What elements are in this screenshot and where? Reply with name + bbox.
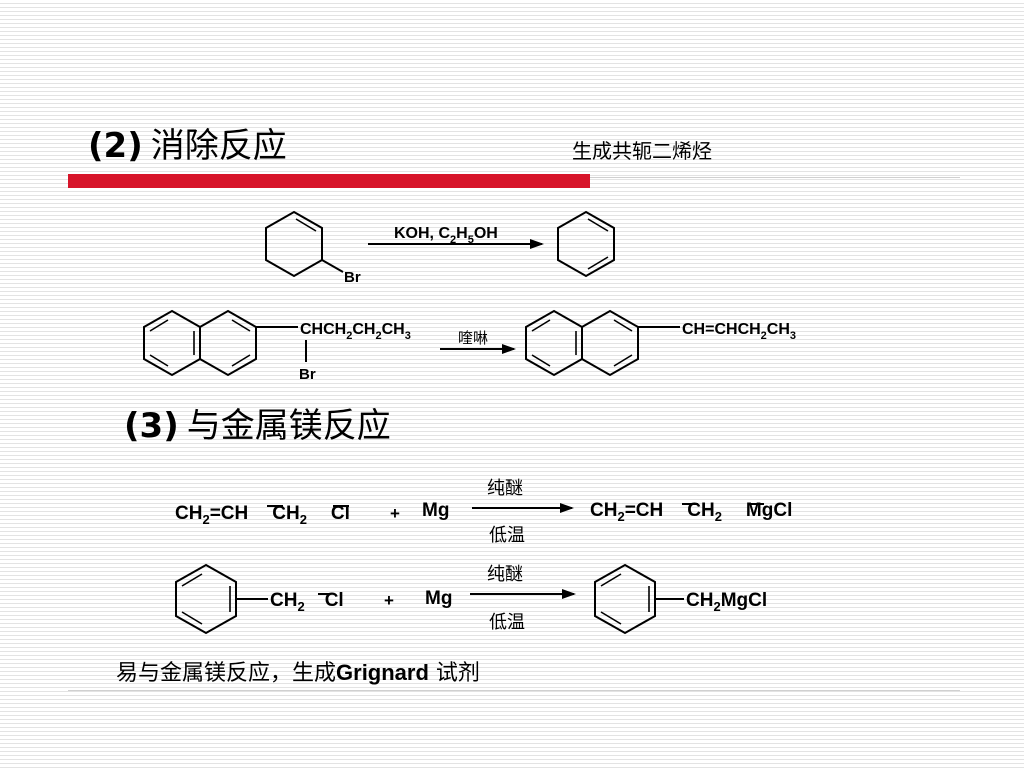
- r3-condition-bottom: 低温: [489, 525, 525, 546]
- section-3-title: 与金属镁反应: [186, 406, 391, 446]
- benzene-ring-left: [175, 563, 237, 635]
- footer-grignard: Grignard: [336, 660, 429, 685]
- r2-product: CH=CHCH2CH3: [682, 321, 796, 342]
- r3-metal: Mg: [422, 500, 449, 521]
- benzene-ring-right: [594, 563, 656, 635]
- footer-text-cn: 易与金属镁反应，生成: [116, 661, 337, 686]
- r2-chain: CHCH2CH2CH3: [300, 321, 411, 342]
- reaction-2: CHCH2CH2CH3 Br 喹啉 CH=CHCH2CH3: [143, 309, 796, 383]
- cyclohexene-ring: [265, 210, 323, 278]
- footer-text-end: 试剂: [428, 661, 480, 686]
- section-3-heading: (3)与金属镁反应: [124, 398, 391, 447]
- r2-substituent: Br: [299, 366, 316, 383]
- r4-plus: +: [384, 591, 394, 610]
- section-2-title: 消除反应: [150, 126, 287, 166]
- section-2-note: 生成共轭二烯烃: [572, 139, 712, 163]
- footer-rule: [68, 690, 960, 691]
- r4-condition-top: 纯醚: [487, 564, 523, 585]
- reaction-1: Br KOH, C2H5OH: [265, 210, 615, 286]
- section-2-number: (2): [88, 126, 143, 166]
- header-grey-rule: [590, 177, 960, 178]
- section-3-number: (3): [124, 406, 179, 446]
- c-br-bond-1: [321, 259, 344, 273]
- r4-metal: Mg: [425, 588, 452, 609]
- r3-condition-top: 纯醚: [487, 478, 523, 499]
- r1-substituent: Br: [344, 269, 361, 286]
- naphthalene-right: [525, 309, 639, 377]
- section-2-heading: (2)消除反应: [88, 118, 287, 167]
- r3-plus: +: [390, 504, 400, 523]
- r4-condition-bottom: 低温: [489, 612, 525, 633]
- r4-product: CH2MgCl: [686, 590, 767, 614]
- r1-reagent: KOH, C2H5OH: [394, 225, 498, 246]
- footer-note: 易与金属镁反应，生成Grignard 试剂: [116, 655, 480, 687]
- header-red-rule: [68, 174, 590, 188]
- cyclohexadiene-ring: [557, 210, 615, 278]
- r2-reagent: 喹啉: [458, 329, 488, 347]
- naphthalene-left: [143, 309, 257, 377]
